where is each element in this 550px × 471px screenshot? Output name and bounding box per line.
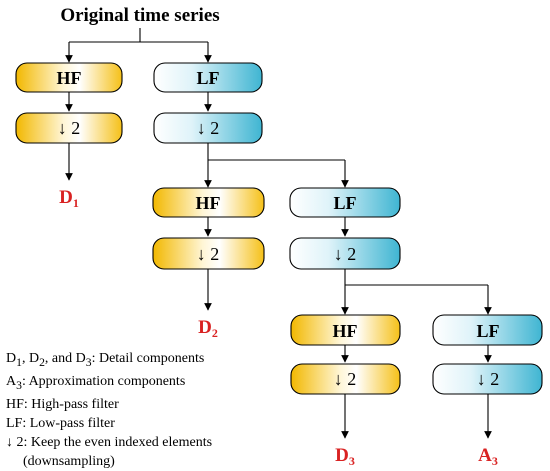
downsample-label: ↓ 2 bbox=[334, 244, 357, 264]
downsample-label: ↓ 2 bbox=[334, 369, 357, 389]
diagram-title: Original time series bbox=[60, 5, 219, 26]
hf-filter-box-level-1: HF bbox=[15, 62, 123, 93]
lf-label: LF bbox=[333, 193, 356, 213]
lf-label: LF bbox=[476, 321, 499, 341]
legend-downsampling: ↓ 2: Keep the even indexed elements bbox=[6, 434, 213, 450]
hf-filter-box-level-2: HF bbox=[152, 187, 265, 218]
legend-approximation-components: A3: Approximation components bbox=[6, 373, 186, 392]
hf-label: HF bbox=[57, 68, 82, 88]
hf-downsample-box-level-2: ↓ 2 bbox=[152, 237, 265, 270]
output-d1: D1 bbox=[59, 187, 79, 210]
lf-downsample-box-level-1: ↓ 2 bbox=[153, 112, 263, 144]
downsample-label: ↓ 2 bbox=[197, 244, 220, 264]
hf-filter-box-level-3: HF bbox=[290, 314, 401, 346]
hf-label: HF bbox=[333, 321, 358, 341]
hf-downsample-box-level-1: ↓ 2 bbox=[15, 112, 123, 144]
legend-low-pass-filter: LF: Low-pass filter bbox=[6, 415, 115, 431]
legend: D1, D2, and D3: Detail components A3: Ap… bbox=[6, 349, 296, 471]
legend-downsampling-note: (downsampling) bbox=[23, 453, 115, 469]
output-d2: D2 bbox=[198, 317, 218, 340]
downsample-label: ↓ 2 bbox=[477, 369, 500, 389]
hf-label: HF bbox=[196, 193, 221, 213]
lf-downsample-box-level-3: ↓ 2 bbox=[432, 363, 543, 395]
output-a3: A3 bbox=[478, 445, 498, 467]
output-d3: D3 bbox=[335, 445, 355, 467]
lf-filter-box-level-1: LF bbox=[153, 62, 263, 93]
lf-label: LF bbox=[196, 68, 219, 88]
legend-detail-components: D1, D2, and D3: Detail components bbox=[6, 351, 205, 369]
lf-filter-box-level-3: LF bbox=[432, 314, 543, 346]
legend-high-pass-filter: HF: High-pass filter bbox=[6, 396, 119, 412]
lf-downsample-box-level-2: ↓ 2 bbox=[289, 237, 401, 270]
downsample-label: ↓ 2 bbox=[197, 118, 220, 138]
connectors bbox=[65, 28, 492, 439]
hf-downsample-box-level-3: ↓ 2 bbox=[290, 363, 401, 395]
downsample-label: ↓ 2 bbox=[58, 118, 81, 138]
lf-filter-box-level-2: LF bbox=[289, 187, 401, 218]
